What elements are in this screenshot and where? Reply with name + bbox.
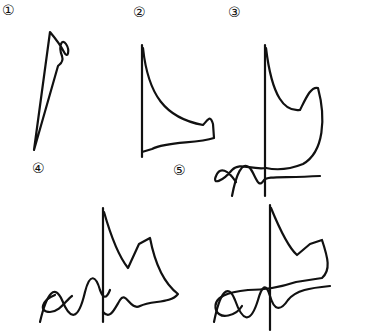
figure-number: ② [133, 4, 146, 20]
axis-line [264, 45, 266, 196]
sketch-three-wave [232, 166, 320, 196]
figure-number: ⑤ [173, 162, 186, 178]
sketch-three [266, 48, 322, 169]
sketch-one [34, 32, 68, 150]
sketch-five-loop [215, 290, 248, 316]
figure-number: ③ [228, 4, 241, 20]
sketch-five [248, 208, 328, 290]
axis-line [269, 205, 271, 330]
figure-number: ④ [32, 160, 45, 176]
sketch-two [142, 48, 214, 152]
sketch-four-loop [43, 295, 72, 312]
axis-line [141, 45, 143, 157]
figure-number: ① [2, 2, 15, 18]
sketch-four [103, 212, 178, 315]
sketch-four-wave [40, 278, 110, 322]
sketch-five-wave [214, 286, 330, 322]
axis-line [102, 208, 104, 322]
sketch-three-loop [215, 166, 266, 182]
